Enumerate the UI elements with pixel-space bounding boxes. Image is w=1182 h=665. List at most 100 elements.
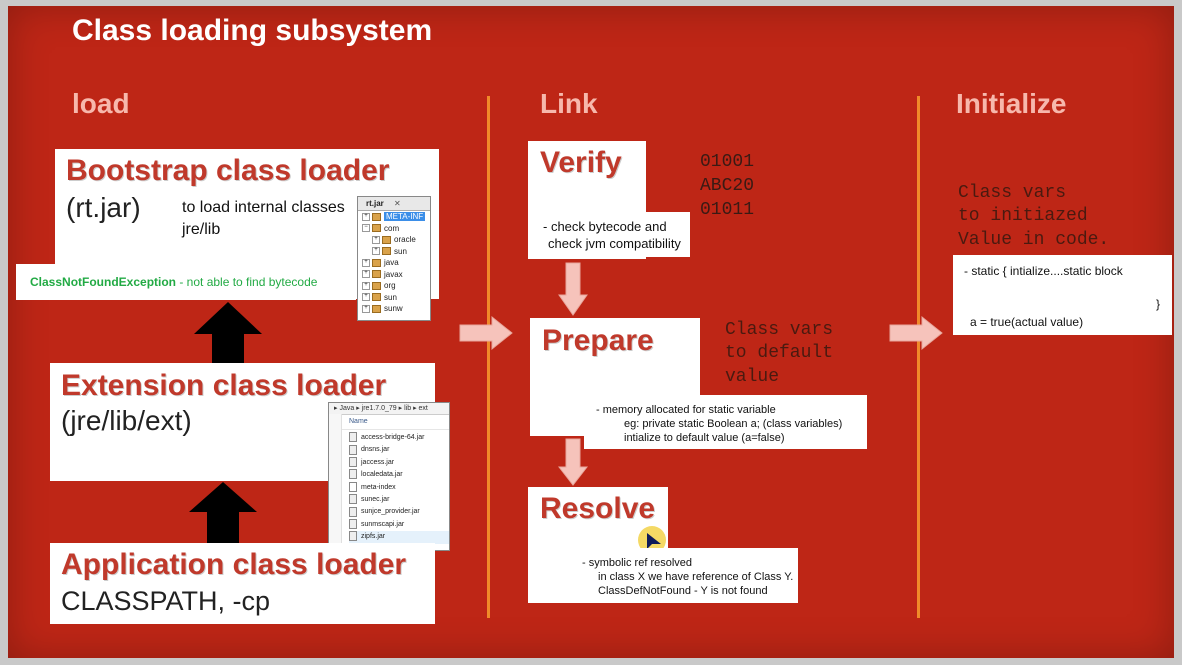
resolve-note-line3: ClassDefNotFound - Y is not found	[598, 585, 768, 597]
file-icon	[349, 481, 357, 492]
resolve-title: Resolve	[540, 492, 656, 525]
exception-note-box	[16, 264, 356, 300]
file-row[interactable]: sunjce_provider.jar	[349, 506, 449, 518]
jar-file-icon	[349, 456, 357, 467]
bootstrap-loader-title: Bootstrap class loader	[66, 154, 390, 187]
expand-icon[interactable]: +	[372, 235, 380, 244]
verify-binary-line2: ABC20	[700, 176, 755, 196]
prepare-title: Prepare	[542, 324, 654, 357]
prepare-side-line2: to default	[725, 343, 834, 363]
tree-item-org[interactable]: org	[384, 281, 396, 290]
tree-item-sun-root[interactable]: sun	[384, 292, 397, 302]
expand-icon[interactable]: +	[362, 212, 370, 221]
bootstrap-desc-line1: to load internal classes	[182, 199, 345, 216]
arrow-up-head-1	[194, 302, 262, 334]
file-row[interactable]: sunmscapi.jar	[349, 518, 449, 531]
verify-note-box	[530, 212, 690, 257]
file-row[interactable]: zipfs.jar	[349, 531, 449, 544]
close-icon[interactable]: ✕	[394, 199, 401, 208]
bootstrap-loader-path: (rt.jar)	[66, 192, 141, 223]
jar-file-icon	[349, 531, 357, 542]
slide-title: Class loading subsystem	[72, 14, 433, 47]
resolve-note-line2: in class X we have reference of Class Y.	[598, 571, 794, 583]
rtjar-tab-label[interactable]: rt.jar	[366, 199, 384, 208]
file-row[interactable]: localedata.jar	[349, 469, 449, 481]
verify-title: Verify	[540, 146, 622, 179]
arrow-down-icon	[558, 438, 588, 486]
explorer-file-list: access-bridge-64.jar dnsns.jar jaccess.j…	[329, 430, 449, 544]
verify-binary-line1: 01001	[700, 152, 755, 172]
column-divider-2	[917, 96, 920, 618]
bootstrap-desc-line2: jre/lib	[182, 221, 221, 238]
expand-icon[interactable]: +	[372, 247, 380, 256]
file-row[interactable]: dnsns.jar	[349, 444, 449, 456]
breadcrumb-java[interactable]: Java	[339, 405, 355, 412]
prepare-note-line3: intialize to default value (a=false)	[624, 432, 785, 444]
package-icon	[372, 258, 381, 267]
arrow-right-icon	[459, 315, 513, 351]
jar-file-icon	[349, 444, 357, 455]
verify-note-line2: check jvm compatibility	[548, 236, 681, 251]
exception-note: ClassNotFoundException - not able to fin…	[30, 275, 317, 289]
column-header-name[interactable]: Name	[329, 415, 449, 430]
arrow-down-icon	[558, 262, 588, 316]
initialize-note-line2: }	[1156, 297, 1161, 311]
breadcrumb-lib[interactable]: lib	[404, 405, 412, 412]
arrow-up-stem-1	[212, 333, 244, 363]
rtjar-tree-panel: rt.jar ✕ + META-INF − com + oracle + sun + ja…	[357, 196, 431, 321]
application-loader-title: Application class loader	[61, 548, 407, 581]
initialize-note-line3: a = true(actual value)	[970, 315, 1084, 329]
jar-file-icon	[349, 469, 357, 480]
prepare-note-box	[584, 395, 867, 449]
file-row[interactable]: meta-index	[349, 481, 449, 494]
tree-item-sunw[interactable]: sunw	[384, 304, 403, 313]
ext-folder-explorer: ▸ Java ▸ jre1.7.0_79 ▸ lib ▸ ext Name ac…	[328, 402, 450, 551]
package-icon	[372, 281, 381, 290]
prepare-side-line3: value	[725, 367, 780, 387]
initialize-side-line3: Value in code.	[958, 230, 1110, 250]
tree-item-com[interactable]: com	[384, 223, 400, 233]
expand-icon[interactable]: +	[362, 304, 370, 313]
extension-loader-title: Extension class loader	[61, 369, 387, 402]
jar-file-icon	[349, 518, 357, 529]
column-divider-1	[487, 96, 490, 618]
file-row[interactable]: sunec.jar	[349, 494, 449, 506]
jar-file-icon	[349, 432, 357, 443]
file-row[interactable]: jaccess.jar	[349, 456, 449, 469]
column-heading-load: load	[72, 88, 130, 119]
expand-icon[interactable]: +	[362, 258, 370, 267]
resolve-note-line1: - symbolic ref resolved	[582, 557, 693, 569]
explorer-breadcrumb[interactable]: ▸ Java ▸ jre1.7.0_79 ▸ lib ▸ ext	[329, 403, 449, 415]
expand-icon[interactable]: +	[362, 293, 370, 302]
column-heading-initialize: Initialize	[956, 88, 1067, 119]
tree-item-oracle[interactable]: oracle	[394, 235, 416, 244]
prepare-side-line1: Class vars	[725, 320, 834, 340]
jar-file-icon	[349, 506, 357, 517]
expand-icon[interactable]: +	[362, 270, 370, 279]
exception-name: ClassNotFoundException	[30, 275, 177, 289]
tree-item-java[interactable]: java	[384, 258, 399, 267]
tree-item-sun[interactable]: sun	[394, 246, 407, 256]
arrow-right-icon	[889, 315, 943, 351]
package-icon	[372, 293, 381, 302]
mouse-pointer-icon	[647, 533, 661, 549]
package-icon	[382, 247, 391, 256]
tree-item-javax[interactable]: javax	[384, 269, 403, 279]
file-row[interactable]: access-bridge-64.jar	[349, 432, 449, 444]
arrow-up-stem-2	[207, 511, 239, 543]
explorer-nav-pane[interactable]	[329, 414, 342, 549]
collapse-icon[interactable]: −	[362, 224, 370, 233]
application-loader-box	[50, 543, 435, 624]
extension-loader-path: (jre/lib/ext)	[61, 405, 192, 436]
package-icon	[382, 235, 391, 244]
initialize-note-box	[953, 255, 1172, 335]
breadcrumb-jre[interactable]: jre1.7.0_79	[361, 405, 397, 412]
breadcrumb-ext[interactable]: ext	[418, 405, 428, 412]
expand-icon[interactable]: +	[362, 281, 370, 290]
package-icon	[372, 304, 381, 313]
package-icon	[372, 224, 381, 233]
prepare-note-line1: - memory allocated for static variable	[596, 404, 776, 416]
verify-note-line1: - check bytecode and	[543, 219, 667, 234]
application-loader-path: CLASSPATH, -cp	[61, 586, 271, 616]
tree-item-meta-inf[interactable]: META-INF	[384, 212, 426, 221]
